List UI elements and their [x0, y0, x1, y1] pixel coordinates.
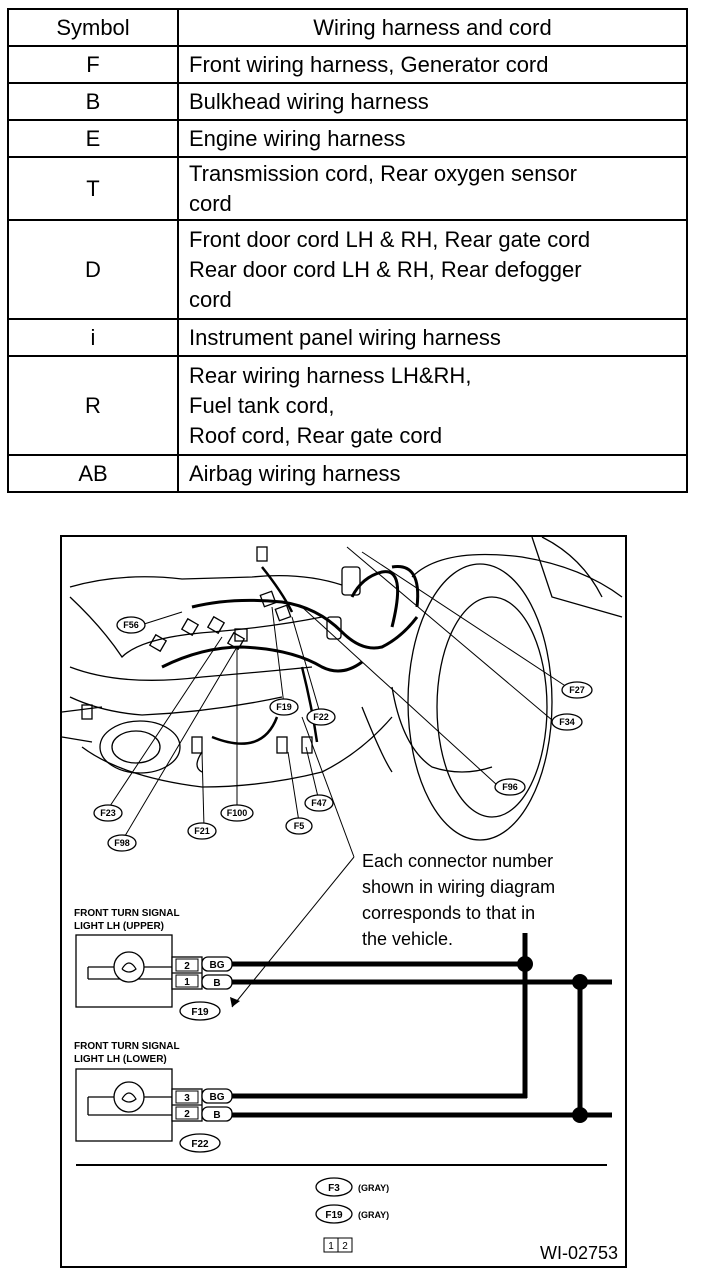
connector-badge-f21: [187, 822, 217, 840]
upper-title-2: LIGHT LH (UPPER): [74, 921, 164, 932]
upper-pin-b: 1: [184, 977, 190, 988]
upper-color-a: BG: [210, 960, 225, 971]
symbol-cell: AB: [7, 454, 179, 493]
lower-lamp-diagram: FRONT TURN SIGNAL LIGHT LH (LOWER) 3 2 B…: [74, 1041, 233, 1153]
description-cell: Front door cord LH & RH, Rear gate cord …: [177, 219, 688, 320]
note-line-1: Each connector number: [362, 851, 553, 871]
connector-label-f27: F27: [569, 685, 585, 695]
figure-canvas: F56 F27 F34 F19 F22 F96 F47 F23 F98 F21 …: [61, 536, 623, 1263]
note-line-4: the vehicle.: [362, 929, 453, 949]
connector-badges: F56 F27 F34 F19 F22 F96 F47 F23 F98 F21 …: [93, 616, 593, 852]
table-row: AB Airbag wiring harness: [7, 454, 688, 493]
connector-label-f34: F34: [559, 717, 575, 727]
upper-pin-a: 2: [184, 961, 190, 972]
connector-label-f96: F96: [502, 782, 518, 792]
connector-badge-f5: [285, 817, 313, 835]
description-cell: Instrument panel wiring harness: [177, 318, 688, 357]
table-row: B Bulkhead wiring harness: [7, 82, 688, 121]
lower-title-2: LIGHT LH (LOWER): [74, 1054, 167, 1065]
connector-badge-f47: [304, 794, 334, 812]
symbol-cell: i: [7, 318, 179, 357]
connector-label-f98: F98: [114, 838, 130, 848]
connector-location-figure: F56 F27 F34 F19 F22 F96 F47 F23 F98 F21 …: [60, 535, 627, 1268]
connector-badge-f34: [551, 713, 583, 731]
table-row: F Front wiring harness, Generator cord: [7, 45, 688, 84]
symbol-cell: F: [7, 45, 179, 84]
leader-lines: [107, 546, 568, 1008]
legend-pin-2: 2: [342, 1241, 348, 1252]
symbol-cell: E: [7, 119, 179, 158]
connector-badge-f98: [107, 834, 137, 852]
symbol-header: Symbol: [7, 8, 179, 47]
connector-badge-f96: [494, 778, 526, 796]
description-cell: Engine wiring harness: [177, 119, 688, 158]
symbol-cell: T: [7, 156, 179, 221]
connector-label-f47: F47: [311, 798, 327, 808]
connector-badge-f22: [306, 708, 336, 726]
legend-f19-color: (GRAY): [358, 1210, 389, 1220]
vehicle-front-drawing: [61, 536, 623, 841]
connector-label-f22: F22: [313, 712, 329, 722]
connector-badge-f23: [93, 804, 123, 822]
lower-color-b: B: [213, 1110, 220, 1121]
note-line-3: corresponds to that in: [362, 903, 535, 923]
table-row: D Front door cord LH & RH, Rear gate cor…: [7, 219, 688, 320]
connector-label-f5: F5: [294, 821, 305, 831]
table-row: R Rear wiring harness LH&RH, Fuel tank c…: [7, 355, 688, 456]
connector-label-f19: F19: [276, 702, 292, 712]
lower-pin-b: 2: [184, 1109, 190, 1120]
legend-f3-color: (GRAY): [358, 1183, 389, 1193]
description-cell: Front wiring harness, Generator cord: [177, 45, 688, 84]
legend: F3 (GRAY) F19 (GRAY) 1 2: [315, 1177, 389, 1253]
connector-label-f21: F21: [194, 826, 210, 836]
symbol-cell: R: [7, 355, 179, 456]
bulb-icon: [113, 1081, 145, 1113]
table-row: i Instrument panel wiring harness: [7, 318, 688, 357]
connector-badge-f27: [561, 681, 593, 699]
bulb-icon: [113, 951, 145, 983]
lower-color-a: BG: [210, 1092, 225, 1103]
legend-f19-label: F19: [325, 1210, 343, 1221]
figure-id: WI-02753: [540, 1243, 618, 1263]
harness-symbol-table: Symbol Wiring harness and cord F Front w…: [7, 8, 688, 493]
upper-title-1: FRONT TURN SIGNAL: [74, 908, 180, 919]
table-row: E Engine wiring harness: [7, 119, 688, 158]
description-cell: Transmission cord, Rear oxygen sensor co…: [177, 156, 688, 221]
lower-title-1: FRONT TURN SIGNAL: [74, 1041, 180, 1052]
table-row: T Transmission cord, Rear oxygen sensor …: [7, 156, 688, 221]
junction-dots: [517, 956, 588, 1123]
upper-color-b: B: [213, 978, 220, 989]
connector-note: Each connector number shown in wiring di…: [362, 851, 555, 949]
table-header-row: Symbol Wiring harness and cord: [7, 8, 688, 47]
upper-lamp-diagram: FRONT TURN SIGNAL LIGHT LH (UPPER) 2 1 B…: [74, 908, 233, 1021]
description-cell: Bulkhead wiring harness: [177, 82, 688, 121]
lower-connector-label: F22: [191, 1139, 209, 1150]
description-cell: Rear wiring harness LH&RH, Fuel tank cor…: [177, 355, 688, 456]
connector-label-f100: F100: [227, 808, 248, 818]
symbol-cell: D: [7, 219, 179, 320]
arrow-head: [230, 997, 240, 1007]
description-cell: Airbag wiring harness: [177, 454, 688, 493]
legend-pin-1: 1: [328, 1241, 334, 1252]
symbol-cell: B: [7, 82, 179, 121]
wiring-lines: [232, 933, 612, 1118]
lower-pin-a: 3: [184, 1093, 190, 1104]
upper-connector-label: F19: [191, 1007, 209, 1018]
connector-label-f56: F56: [123, 620, 139, 630]
connector-badge-f19: [269, 698, 299, 716]
connector-badge-f56: [116, 616, 146, 634]
connector-badge-f100: [220, 804, 254, 822]
connector-label-f23: F23: [100, 808, 116, 818]
legend-f3-label: F3: [328, 1183, 340, 1194]
note-line-2: shown in wiring diagram: [362, 877, 555, 897]
description-header: Wiring harness and cord: [177, 8, 688, 47]
